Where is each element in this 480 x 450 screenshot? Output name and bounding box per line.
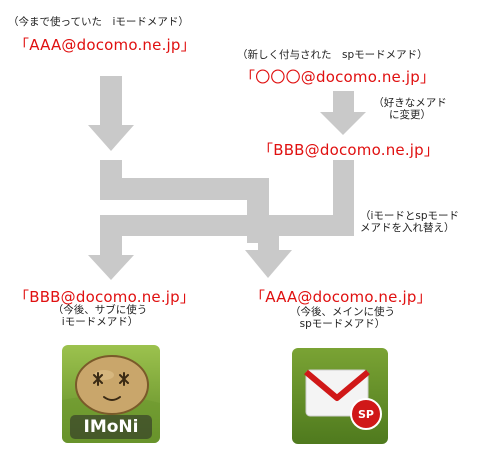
swap-note-line2: メアドを入れ替え） (360, 222, 455, 234)
potato-face-icon: IMoNi (62, 345, 160, 443)
band-upper (100, 178, 268, 200)
result-right-note: （今後、メインに使う spモードメアド） (265, 306, 420, 330)
arrow-down-left-bottom (88, 255, 134, 280)
top-left-address: 「AAA@docomo.ne.jp」 (14, 36, 196, 54)
arrow-down-center-bottom (245, 250, 292, 278)
arrow-down-right-top (320, 91, 366, 135)
top-left-note: （今まで使っていた iモードメアド） (8, 16, 189, 28)
result-left-note: （今後、サブに使う iモードメアド） (30, 304, 170, 328)
change-note-line1: （好きなメアド (373, 97, 447, 109)
imoni-label: IMoNi (83, 417, 139, 437)
arrow-down-left-top (88, 76, 134, 151)
change-note: （好きなメアド に変更） (355, 97, 465, 121)
sp-badge: SP (358, 408, 374, 421)
result-right-note-line1: （今後、メインに使う (290, 306, 395, 318)
result-right-note-line2: spモードメアド） (299, 318, 386, 330)
band-lower (100, 215, 354, 236)
left-drop (100, 215, 122, 255)
swap-note: （iモードとspモード メアドを入れ替え） (360, 210, 459, 234)
result-right-address: 「AAA@docomo.ne.jp」 (250, 288, 432, 306)
center-drop-2 (258, 236, 279, 252)
changed-address: 「BBB@docomo.ne.jp」 (258, 141, 440, 159)
result-left-address: 「BBB@docomo.ne.jp」 (14, 288, 196, 306)
envelope-mail-icon: SP (292, 348, 388, 444)
change-note-line2: に変更） (389, 109, 431, 121)
top-right-note: （新しく付与された spモードメアド） (237, 49, 428, 61)
result-left-note-line1: （今後、サブに使う (52, 304, 148, 316)
right-vertical (333, 160, 354, 215)
top-right-address: 「〇〇〇@docomo.ne.jp」 (240, 68, 436, 86)
swap-note-line1: （iモードとspモード (360, 210, 460, 222)
result-left-note-line2: iモードメアド） (61, 316, 139, 328)
